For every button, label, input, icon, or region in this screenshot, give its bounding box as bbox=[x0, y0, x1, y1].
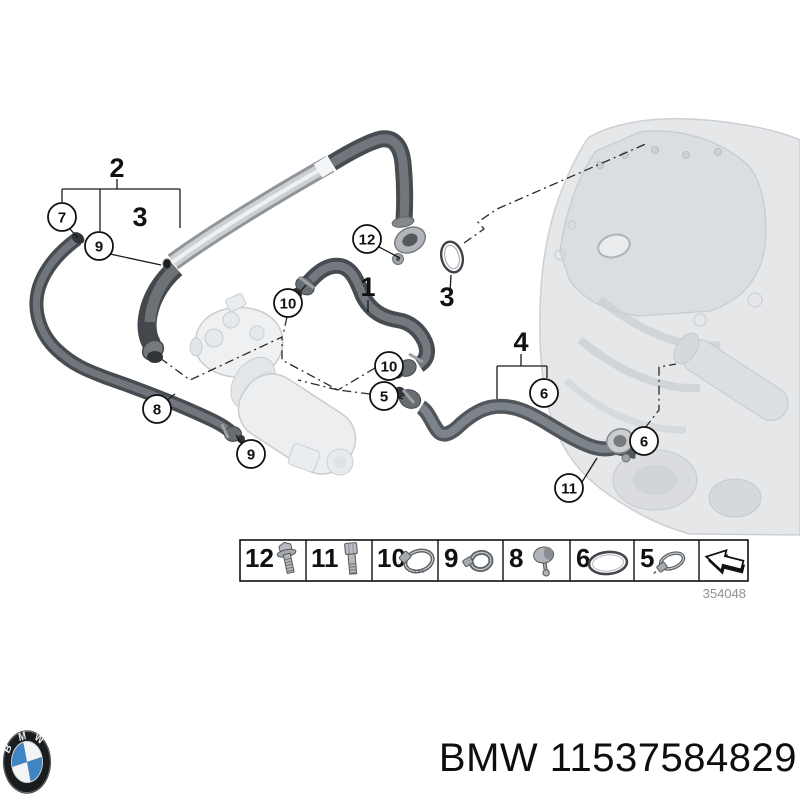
svg-text:6: 6 bbox=[540, 386, 548, 403]
hex-bolt-icon bbox=[344, 542, 358, 575]
label-3-oring: 3 bbox=[439, 282, 454, 312]
flange-bolt-icon bbox=[276, 541, 297, 575]
svg-text:8: 8 bbox=[153, 402, 161, 419]
bmw-logo: B M W bbox=[2, 729, 51, 794]
label-2: 2 bbox=[109, 153, 124, 183]
callout-12: 12 bbox=[352, 224, 382, 254]
callout-10-lower: 10 bbox=[374, 351, 404, 381]
legend-number-12: 12 bbox=[245, 543, 274, 573]
hose-clamp-small-icon bbox=[653, 551, 686, 574]
holder-clamp-icon bbox=[533, 546, 555, 577]
flange-12 bbox=[392, 226, 426, 265]
callout-9-bottom: 9 bbox=[236, 439, 266, 469]
legend-number-6: 6 bbox=[576, 543, 590, 573]
callout-7: 7 bbox=[47, 202, 77, 232]
label-4: 4 bbox=[513, 327, 528, 357]
metal-pipe-3 bbox=[137, 151, 344, 363]
callout-9-top: 9 bbox=[84, 231, 114, 261]
svg-text:10: 10 bbox=[280, 296, 297, 313]
reference-lines bbox=[159, 142, 677, 429]
callout-11: 11 bbox=[554, 473, 584, 503]
callout-6-left: 6 bbox=[529, 378, 559, 408]
hose-4 bbox=[394, 386, 638, 463]
svg-text:9: 9 bbox=[247, 447, 255, 464]
hose-clamp-large-icon bbox=[398, 548, 435, 574]
legend-number-9: 9 bbox=[444, 543, 458, 573]
svg-text:5: 5 bbox=[380, 389, 388, 406]
callout-10-upper: 10 bbox=[273, 288, 303, 318]
legend-table: 12 11 10 9 bbox=[239, 539, 749, 582]
plain-labels: 2 3 1 3 4 bbox=[109, 153, 528, 357]
upper-hose-2 bbox=[327, 130, 426, 265]
logo-letter-m: M bbox=[17, 729, 27, 745]
hose-1 bbox=[291, 257, 435, 379]
callout-6-right: 6 bbox=[629, 426, 659, 456]
svg-text:12: 12 bbox=[359, 232, 376, 249]
label-1: 1 bbox=[360, 272, 375, 302]
logo-quadrant-blue-tl bbox=[11, 742, 27, 767]
engine-ghost bbox=[539, 117, 800, 536]
svg-text:10: 10 bbox=[381, 359, 398, 376]
direction-arrow-icon bbox=[704, 548, 745, 575]
svg-text:11: 11 bbox=[561, 481, 577, 498]
legend-number-8: 8 bbox=[509, 543, 523, 573]
legend-number-5: 5 bbox=[640, 543, 654, 573]
part-number-caption: BMW 11537584829 bbox=[439, 736, 797, 780]
svg-text:9: 9 bbox=[95, 239, 103, 256]
o-ring-3 bbox=[439, 240, 465, 274]
callout-5: 5 bbox=[369, 381, 399, 411]
legend-number-11: 11 bbox=[311, 543, 339, 573]
flange-6 bbox=[605, 428, 635, 463]
drawing-number: 354048 bbox=[703, 586, 746, 601]
logo-quadrant-blue-br bbox=[27, 757, 43, 782]
label-3-upper: 3 bbox=[132, 202, 147, 232]
callout-8: 8 bbox=[142, 394, 172, 424]
coolant-pump-ghost bbox=[230, 356, 357, 476]
svg-text:6: 6 bbox=[640, 434, 648, 451]
circled-callouts: 7 9 12 10 10 5 6 6 bbox=[47, 202, 659, 503]
hose-7-8 bbox=[29, 232, 245, 443]
hose-clamp-icon bbox=[462, 549, 494, 573]
o-ring-icon bbox=[587, 550, 629, 576]
svg-text:7: 7 bbox=[58, 210, 66, 227]
